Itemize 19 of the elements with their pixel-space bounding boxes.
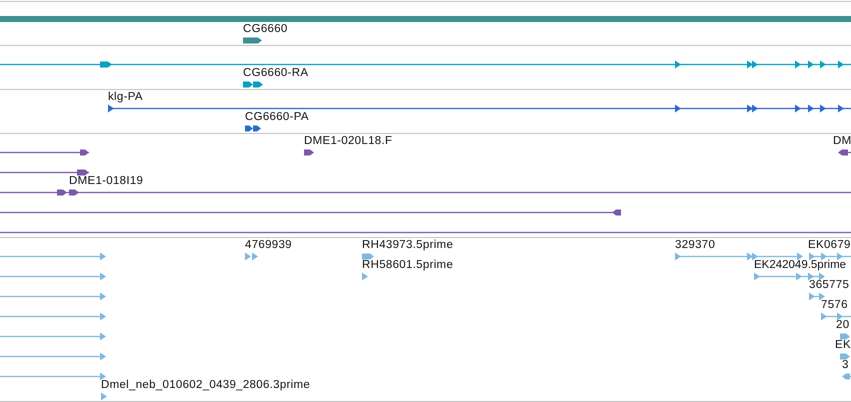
- feature-label: 7576: [821, 299, 848, 311]
- feature-label: RH58601.5prime: [362, 259, 454, 271]
- feature-label: CG6660-PA: [245, 111, 309, 123]
- feature-label: EK242049.5prime: [754, 259, 846, 271]
- feature-label: klg-PA: [108, 91, 143, 103]
- feature-label: DME1-018I19: [69, 175, 144, 187]
- feature-label: 329370: [675, 239, 716, 251]
- feature-label: 20: [836, 319, 850, 331]
- feature-label: 3: [842, 359, 849, 371]
- feature-label: RH43973.5prime: [362, 239, 454, 251]
- feature-label: DME1-020L18.F: [304, 135, 392, 147]
- feature-label: 4769939: [245, 239, 292, 251]
- feature-label: EK0679: [808, 239, 851, 251]
- feature-label: CG6660: [243, 23, 288, 35]
- feature-label: Dmel_neb_010602_0439_2806.3prime: [101, 379, 310, 391]
- feature-label: 365775: [809, 279, 850, 291]
- feature-label: DM: [833, 135, 851, 147]
- feature-label: EK: [835, 339, 851, 351]
- feature-label: CG6660-RA: [243, 67, 308, 79]
